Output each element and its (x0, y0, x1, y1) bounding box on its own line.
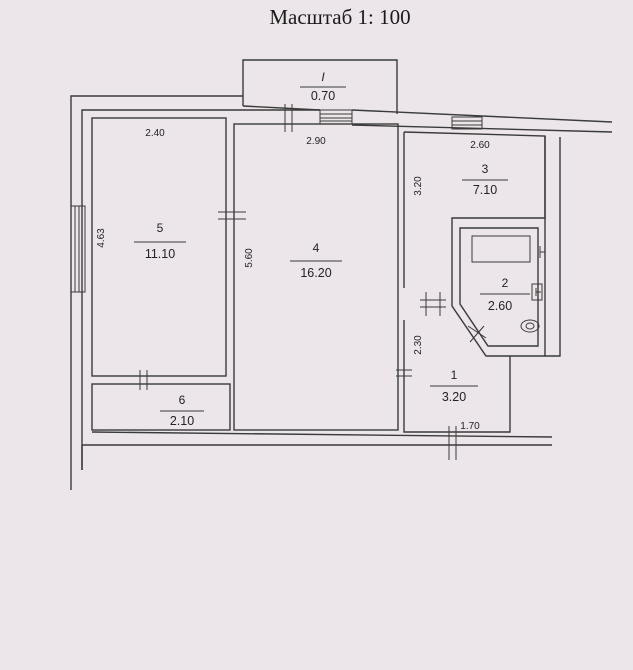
room-5-area: 11.10 (145, 247, 175, 261)
window-left (70, 205, 86, 293)
room-1-area: 3.20 (442, 390, 466, 404)
dim-room3-length: 3.20 (413, 176, 424, 196)
window-top-right (451, 116, 483, 130)
room-4-area: 16.20 (300, 266, 331, 280)
room-I-area: 0.70 (311, 89, 335, 103)
room-6 (91, 383, 231, 431)
room-2-area: 2.60 (488, 299, 512, 313)
dim-room5-length: 4.63 (96, 228, 107, 248)
toilet (520, 319, 540, 333)
bathtub (471, 235, 531, 263)
room-4-number: 4 (313, 241, 320, 255)
dim-room5-width: 2.40 (145, 128, 165, 139)
dim-room3-width: 2.60 (470, 140, 490, 151)
door-marks (139, 104, 457, 460)
dim-room1-width: 1.70 (460, 421, 480, 432)
room-3 (403, 131, 546, 357)
room-5-number: 5 (157, 221, 164, 235)
room-5 (91, 117, 227, 377)
room-I-number: I (321, 70, 325, 84)
room-3-area: 7.10 (473, 183, 497, 197)
room-6-area: 2.10 (170, 414, 194, 428)
sink (531, 283, 543, 301)
dim-room1-length: 2.30 (413, 335, 424, 355)
room-3-number: 3 (482, 162, 489, 176)
dim-room4-width: 2.90 (306, 136, 326, 147)
door-swing (467, 325, 487, 339)
room-6-number: 6 (179, 393, 186, 407)
room-4 (233, 123, 399, 431)
room-2-number: 2 (502, 276, 509, 290)
dim-room4-length: 5.60 (244, 248, 255, 268)
room-2 (459, 227, 539, 347)
room-1-number: 1 (451, 368, 458, 382)
exterior-walls (70, 95, 613, 490)
scale-title: Масштаб 1: 100 (269, 5, 410, 29)
